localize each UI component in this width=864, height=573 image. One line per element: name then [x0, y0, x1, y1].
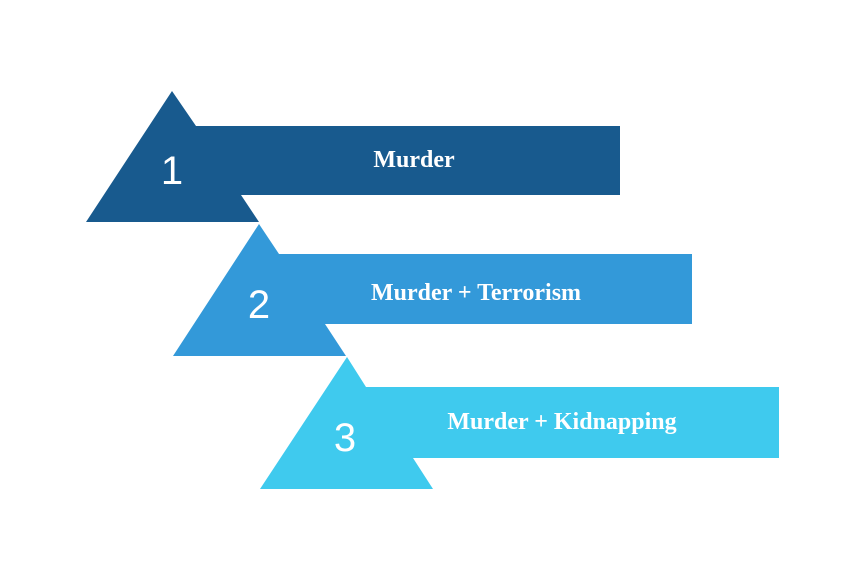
- step-1-arrow: [86, 91, 620, 222]
- step-2-number: 2: [248, 283, 270, 327]
- step-1-label: Murder: [373, 147, 455, 173]
- step-2-label: Murder + Terrorism: [371, 280, 581, 306]
- step-2: 2 Murder + Terrorism: [173, 224, 692, 356]
- step-3-number: 3: [334, 416, 356, 460]
- step-2-arrow: [173, 224, 692, 356]
- step-3: 3 Murder + Kidnapping: [260, 357, 779, 489]
- step-3-label: Murder + Kidnapping: [447, 409, 676, 435]
- step-3-arrow: [260, 357, 779, 489]
- step-1: 1 Murder: [86, 91, 620, 222]
- step-1-number: 1: [161, 149, 183, 193]
